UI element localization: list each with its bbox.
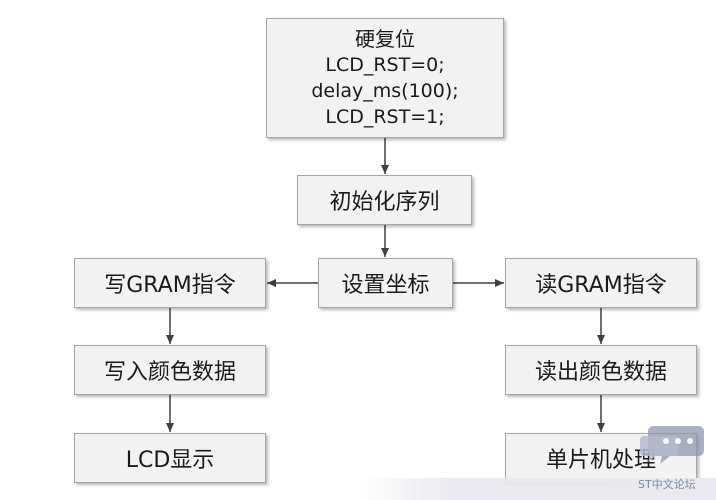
bottom-gradient-band <box>360 478 716 500</box>
lcd-display-label: LCD显示 <box>125 448 215 473</box>
lcd-display-box: LCD显示 <box>74 433 266 483</box>
hard-reset-line-3: LCD_RST=1; <box>325 106 445 128</box>
write-gram-command-label: 写GRAM指令 <box>104 273 236 298</box>
read-gram-command-box: 读GRAM指令 <box>505 258 697 308</box>
set-coordinates-box: 设置坐标 <box>318 258 453 308</box>
set-coordinates-label: 设置坐标 <box>341 273 430 298</box>
init-sequence-label: 初始化序列 <box>329 190 440 215</box>
write-gram-command-box: 写GRAM指令 <box>74 258 266 308</box>
mcu-processing-label: 单片机处理 <box>545 448 656 473</box>
hard-reset-line-2: delay_ms(100); <box>311 80 459 102</box>
hard-reset-line-1: LCD_RST=0; <box>325 54 445 76</box>
init-sequence-box: 初始化序列 <box>297 175 472 225</box>
read-color-data-label: 读出颜色数据 <box>534 360 667 385</box>
watermark: ST中文论坛 <box>636 420 712 496</box>
write-color-data-label: 写入颜色数据 <box>103 360 236 385</box>
write-color-data-box: 写入颜色数据 <box>74 345 266 395</box>
watermark-text: ST中文论坛 <box>638 478 696 491</box>
read-gram-command-label: 读GRAM指令 <box>535 273 667 298</box>
hard-reset-title: 硬复位 <box>355 27 415 51</box>
chat-bubble-logo-icon <box>640 426 704 464</box>
hard-reset-box: 硬复位 LCD_RST=0; delay_ms(100); LCD_RST=1; <box>266 18 504 138</box>
read-color-data-box: 读出颜色数据 <box>505 345 697 395</box>
